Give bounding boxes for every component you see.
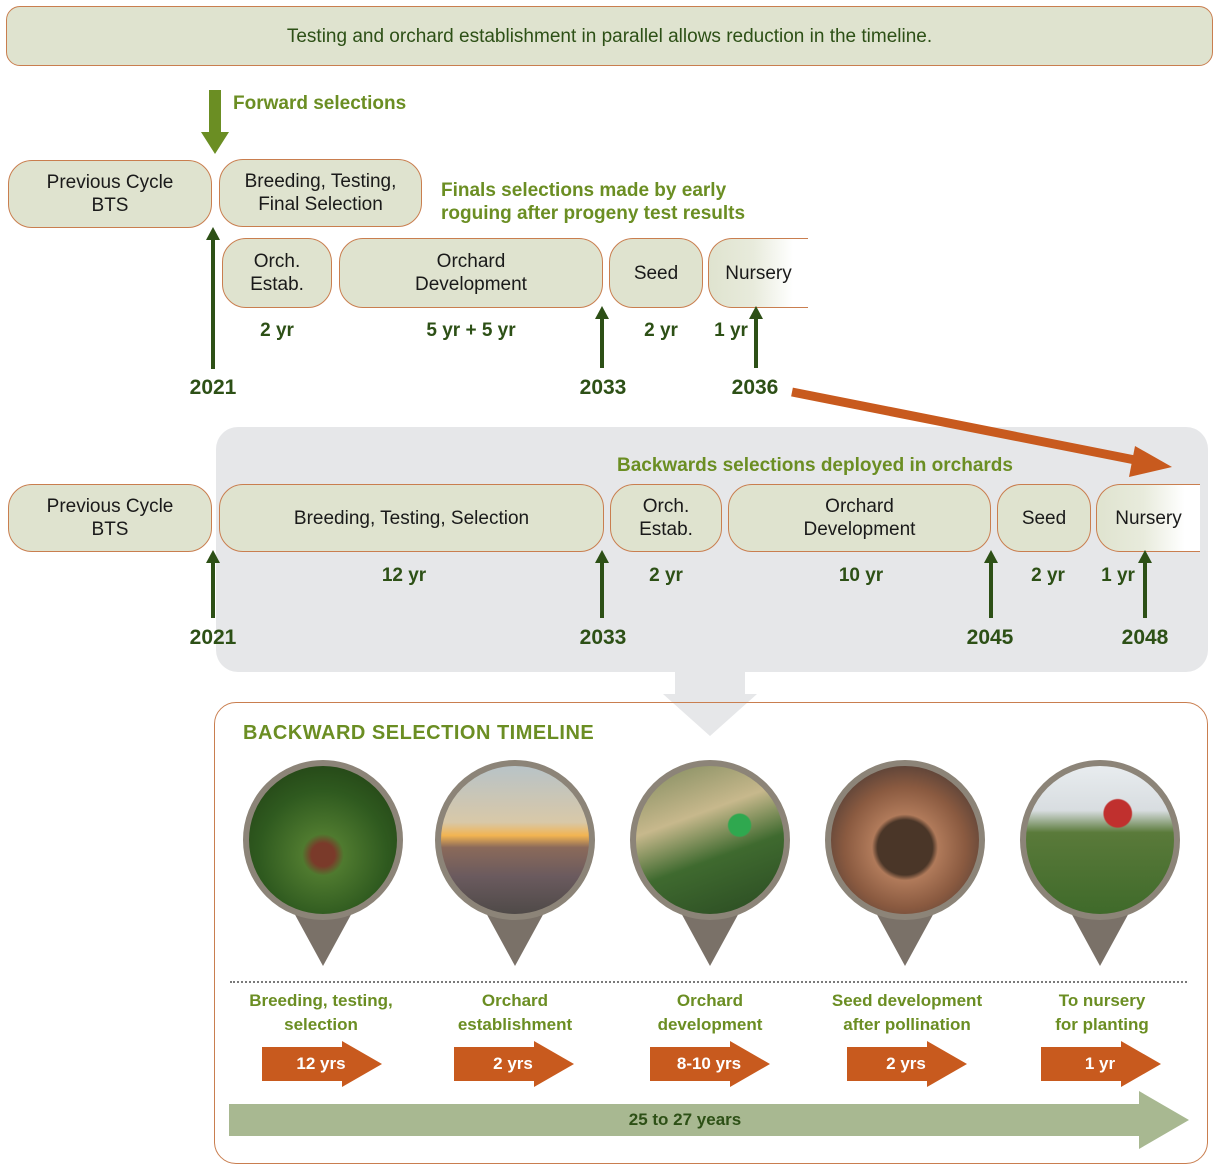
- panel-down-arrow: [675, 672, 745, 694]
- duration-arrow-label: 2 yrs: [493, 1054, 533, 1073]
- orchard-development-box: Orchard Development: [339, 238, 603, 308]
- duration-label: 2 yr: [260, 320, 294, 341]
- step-label: Breeding, testing, selection: [249, 991, 393, 1034]
- duration-label: 5 yr + 5 yr: [426, 320, 516, 341]
- backwards-selections-note: Backwards selections deployed in orchard…: [617, 455, 1013, 476]
- seed-box: Seed: [609, 238, 703, 308]
- step-label: Orchard establishment: [457, 991, 573, 1034]
- milestone-arrow: [595, 306, 609, 368]
- total-duration-arrow: 25 to 27 years: [229, 1091, 1189, 1149]
- milestone-arrow: [206, 550, 220, 618]
- orchard-establishment-box: Orch. Estab.: [610, 484, 722, 552]
- deployment-arrowhead: [1129, 446, 1172, 477]
- worker-pollinating-photo: [630, 760, 790, 920]
- forward-selections-label: Forward selections: [233, 93, 407, 114]
- total-duration-label: 25 to 27 years: [628, 1110, 742, 1129]
- year-label: 2021: [189, 626, 237, 649]
- duration-label: 2 yr: [649, 565, 683, 586]
- duration-arrow: 12 yrs: [262, 1041, 382, 1087]
- hands-with-seeds-photo: [825, 760, 985, 920]
- nursery-seedlings-photo: [1020, 760, 1180, 920]
- year-label: 2033: [579, 376, 627, 399]
- orchard-establishment-box: Orch. Estab.: [222, 238, 332, 308]
- milestone-arrow: [984, 550, 998, 618]
- orchard-sunset-photo: [435, 760, 595, 920]
- duration-label: 2 yr: [1031, 565, 1065, 586]
- year-label: 2048: [1121, 626, 1169, 649]
- breeding-testing-selection-box: Breeding, Testing, Selection: [219, 484, 604, 552]
- duration-label: 2 yr: [644, 320, 678, 341]
- year-label: 2045: [966, 626, 1014, 649]
- orchard-development-box: Orchard Development: [728, 484, 991, 552]
- milestone-arrow: [595, 550, 609, 618]
- year-label: 2021: [189, 376, 237, 399]
- duration-arrow: 1 yr: [1041, 1041, 1161, 1087]
- deployment-arrow: [791, 387, 1172, 477]
- year-label: 2036: [731, 376, 779, 399]
- pine-shoot-photo: [243, 760, 403, 920]
- duration-arrow-label: 12 yrs: [296, 1054, 346, 1073]
- forward-selection-arrow: [201, 90, 229, 156]
- dotted-divider: [230, 981, 1187, 983]
- year-label: 2033: [579, 626, 627, 649]
- milestone-arrow: [1138, 550, 1152, 618]
- deployment-arrow-line: [791, 387, 1141, 466]
- summary-banner: Testing and orchard establishment in par…: [6, 6, 1213, 66]
- breeding-testing-final-selection-box: Breeding, Testing, Final Selection: [219, 159, 422, 227]
- duration-arrow: 2 yrs: [847, 1041, 967, 1087]
- duration-label: 1 yr: [1101, 565, 1135, 586]
- duration-arrow-label: 2 yrs: [886, 1054, 926, 1073]
- previous-cycle-box: Previous Cycle BTS: [8, 484, 212, 552]
- step-label: Seed development after pollination: [831, 991, 983, 1034]
- nursery-box: Nursery: [708, 238, 808, 308]
- duration-arrow: 8-10 yrs: [650, 1041, 770, 1087]
- duration-arrow-label: 1 yr: [1084, 1054, 1116, 1073]
- duration-arrow: 2 yrs: [454, 1041, 574, 1087]
- step-label: To nursery for planting: [1055, 991, 1149, 1034]
- duration-arrow-label: 8-10 yrs: [676, 1054, 742, 1073]
- previous-cycle-box: Previous Cycle BTS: [8, 160, 212, 228]
- timeline-title: BACKWARD SELECTION TIMELINE: [243, 722, 595, 744]
- milestone-arrow: [206, 227, 220, 369]
- duration-label: 1 yr: [714, 320, 748, 341]
- milestone-arrow: [749, 306, 763, 368]
- nursery-box: Nursery: [1096, 484, 1200, 552]
- step-label: Orchard development: [657, 991, 763, 1034]
- seed-box: Seed: [997, 484, 1091, 552]
- panel-down-arrowhead: [663, 694, 757, 736]
- duration-label: 12 yr: [381, 565, 427, 586]
- final-selections-note: Finals selections made by early roguing …: [441, 180, 746, 224]
- duration-label: 10 yr: [838, 565, 884, 586]
